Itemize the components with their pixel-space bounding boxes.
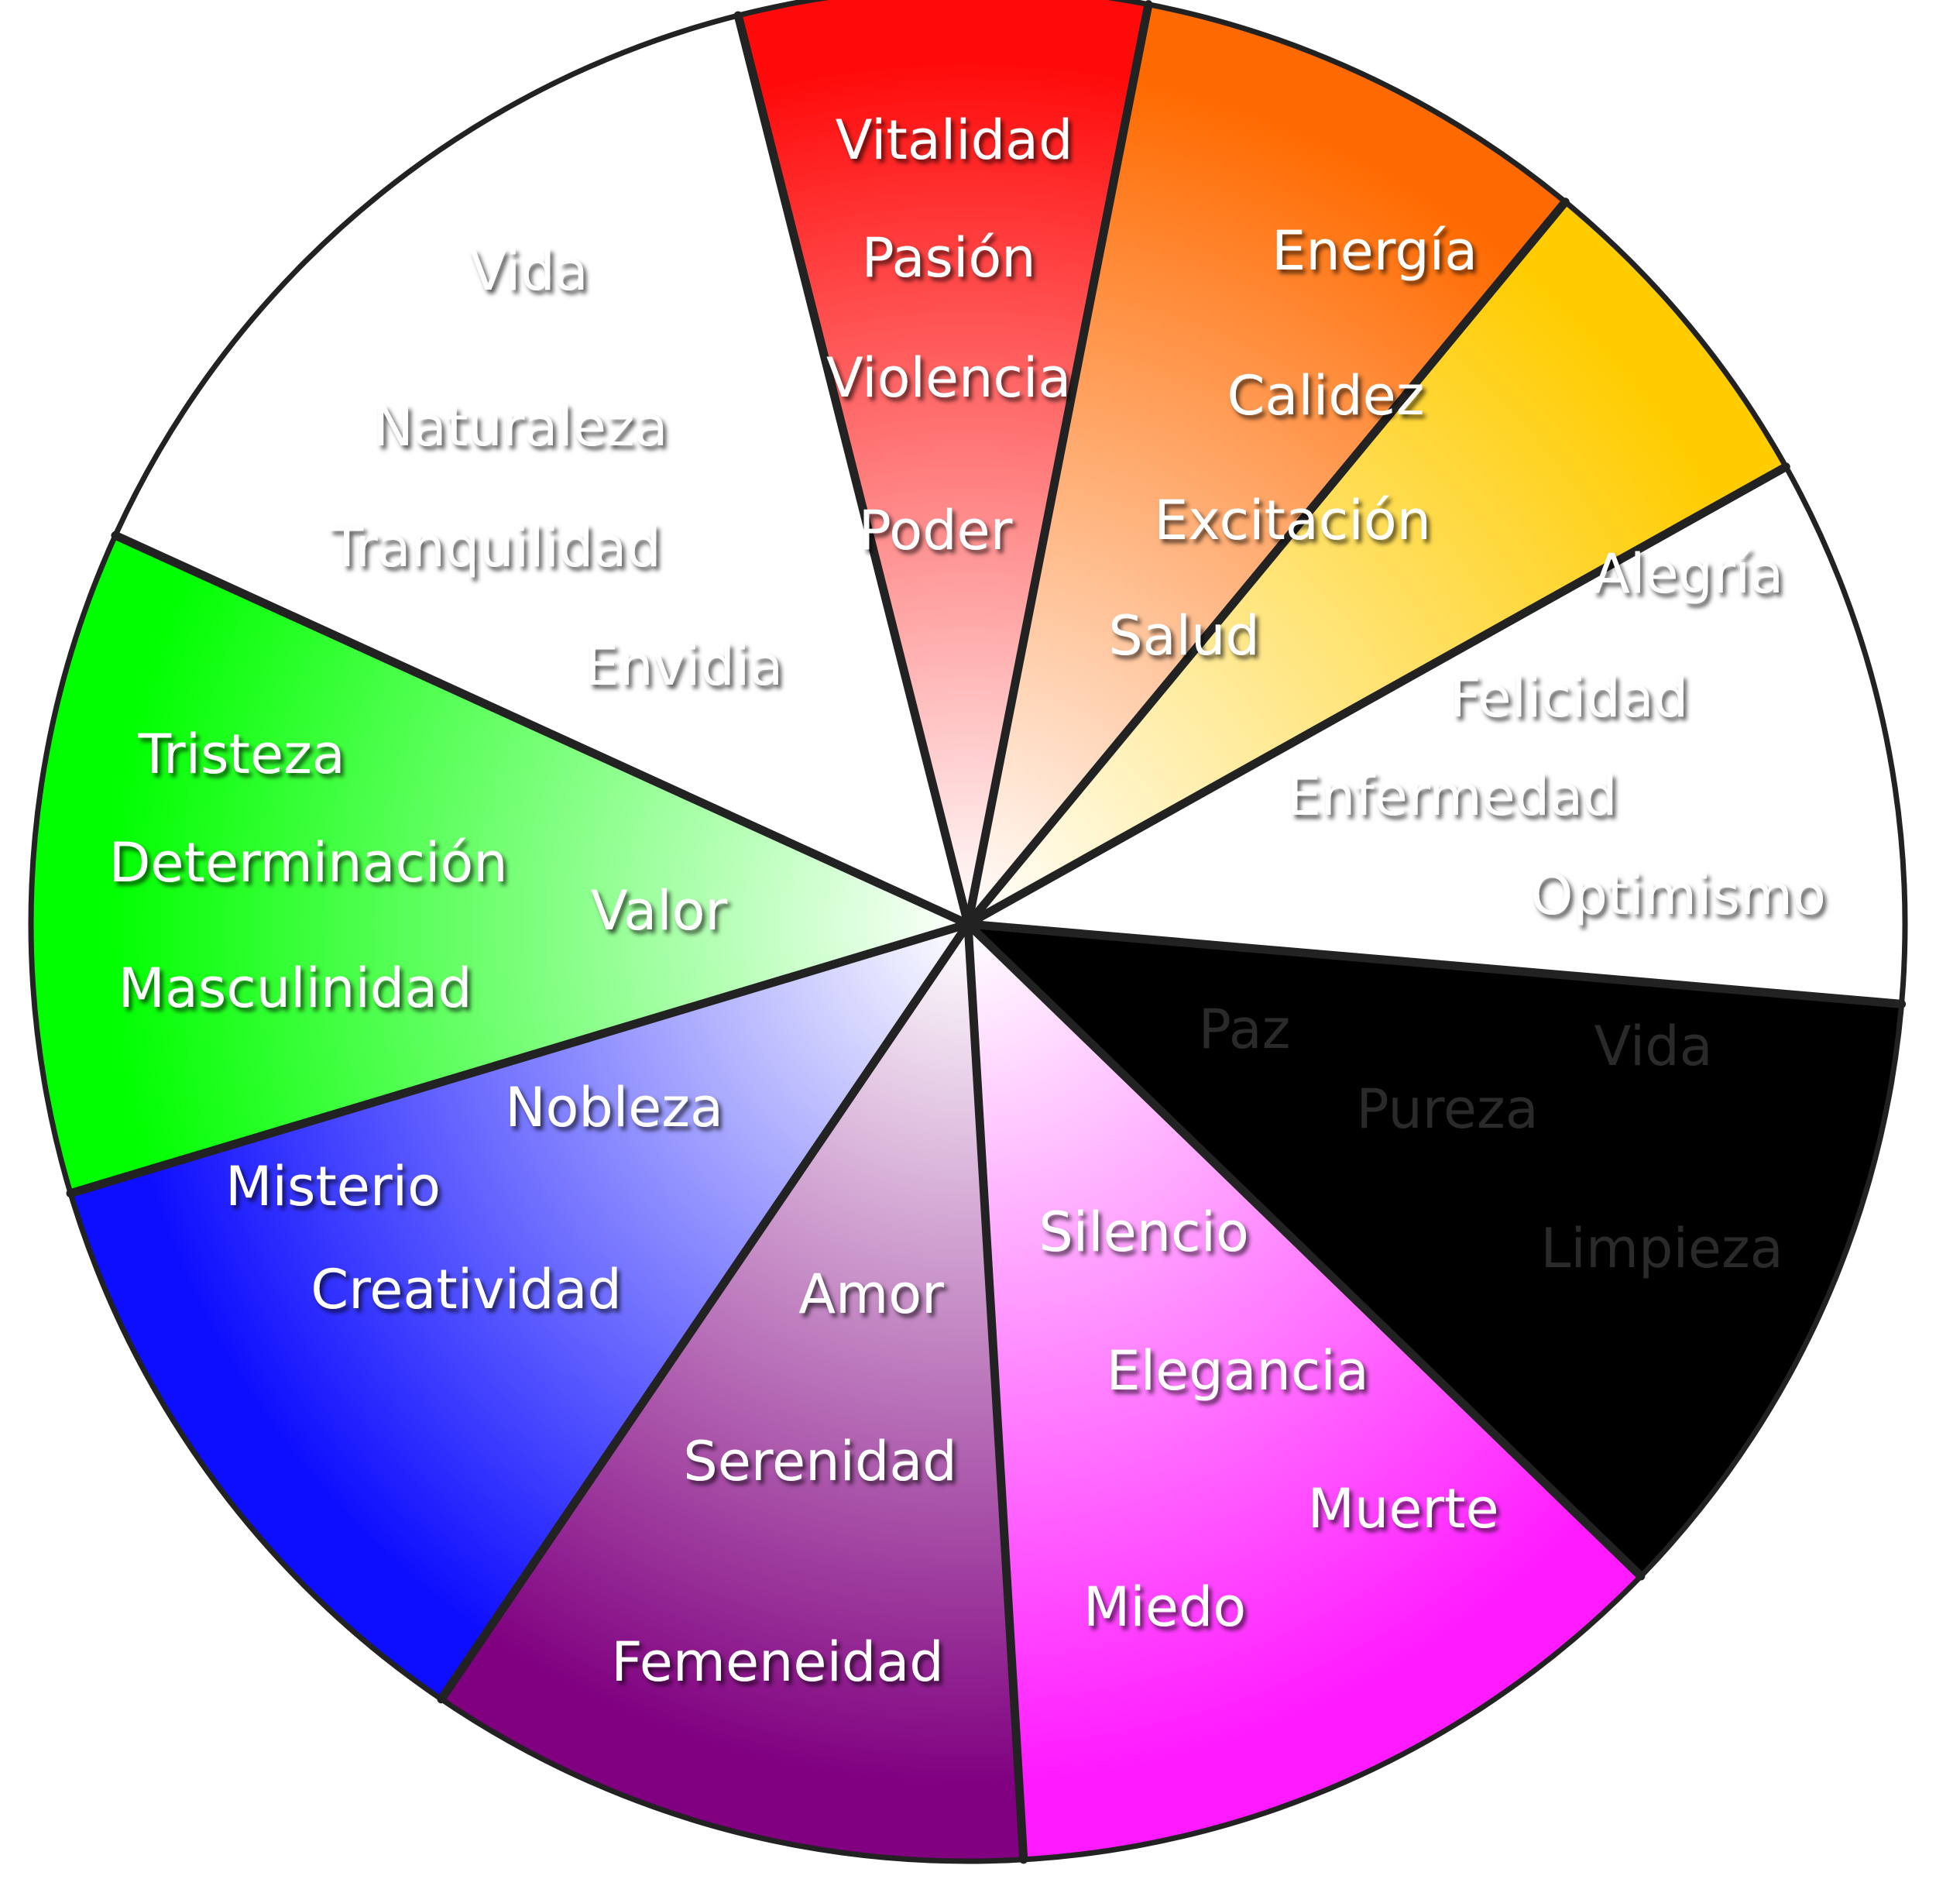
slice-magenta <box>968 924 1641 1860</box>
label-yellow-2: Felicidad <box>1450 666 1688 730</box>
label-orange-4: Salud <box>1108 604 1260 668</box>
wheel-slices <box>31 0 1905 1861</box>
divider-line-5 <box>963 919 1907 1008</box>
wheel-outline <box>28 0 1908 1864</box>
wheel-dividers <box>66 0 1907 1864</box>
label-black-3: Muerte <box>1307 1477 1498 1541</box>
label-black-2: Elegancia <box>1106 1339 1368 1403</box>
label-purple-1: Nobleza <box>505 1076 723 1139</box>
slice-red <box>738 0 1148 924</box>
label-orange-3: Excitación <box>1154 489 1431 552</box>
label-magenta-2: Serenidad <box>683 1430 956 1493</box>
label-yellow-1: Alegría <box>1593 542 1783 606</box>
divider-line-10 <box>111 531 973 929</box>
label-white-4: Limpieza <box>1540 1217 1783 1280</box>
slice-white <box>968 466 1905 1005</box>
divider-line-9 <box>66 919 973 1198</box>
slice-purple <box>441 924 1024 1861</box>
label-yellow-4: Optimismo <box>1530 864 1826 927</box>
label-blue-4: Masculinidad <box>118 957 472 1020</box>
label-yellow-3: Enfermedad <box>1287 764 1618 828</box>
label-green-1: Vida <box>469 239 588 303</box>
slice-blue <box>70 924 968 1699</box>
label-red-3: Violencia <box>826 346 1071 410</box>
label-red-1: Vitalidad <box>836 108 1073 172</box>
label-magenta-1: Amor <box>798 1262 944 1326</box>
label-purple-3: Creatividad <box>311 1258 622 1321</box>
label-purple-2: Misterio <box>225 1155 441 1218</box>
divider-line-7 <box>963 919 1028 1864</box>
slice-yellow <box>968 201 1787 925</box>
slice-black <box>968 924 1902 1577</box>
slice-orange <box>968 4 1566 925</box>
label-black-1: Silencio <box>1038 1201 1249 1264</box>
divider-line-2 <box>963 0 1153 929</box>
label-red-2: Pasión <box>861 226 1035 290</box>
label-magenta-3: Femeneidad <box>611 1630 943 1694</box>
slice-green <box>31 535 969 1194</box>
divider-line-1 <box>733 11 973 929</box>
label-blue-3: Valor <box>591 879 728 943</box>
label-white-2: Vida <box>1594 1015 1712 1078</box>
divider-line-3 <box>963 198 1570 929</box>
label-red-4: Poder <box>859 499 1013 562</box>
label-blue-2: Determinación <box>108 831 507 895</box>
label-green-4: Envidia <box>585 634 783 698</box>
label-white-1: Paz <box>1199 998 1291 1061</box>
divider-line-8 <box>437 919 973 1704</box>
label-orange-2: Calidez <box>1227 364 1425 428</box>
label-orange-1: Energía <box>1272 219 1478 283</box>
label-black-4: Miedo <box>1083 1575 1246 1639</box>
divider-line-4 <box>963 462 1790 929</box>
label-white-3: Pureza <box>1356 1077 1538 1141</box>
label-green-2: Naturaleza <box>373 395 668 459</box>
divider-line-6 <box>963 919 1646 1581</box>
label-green-3: Tranquilidad <box>329 516 661 579</box>
label-blue-1: Tristeza <box>137 723 345 786</box>
